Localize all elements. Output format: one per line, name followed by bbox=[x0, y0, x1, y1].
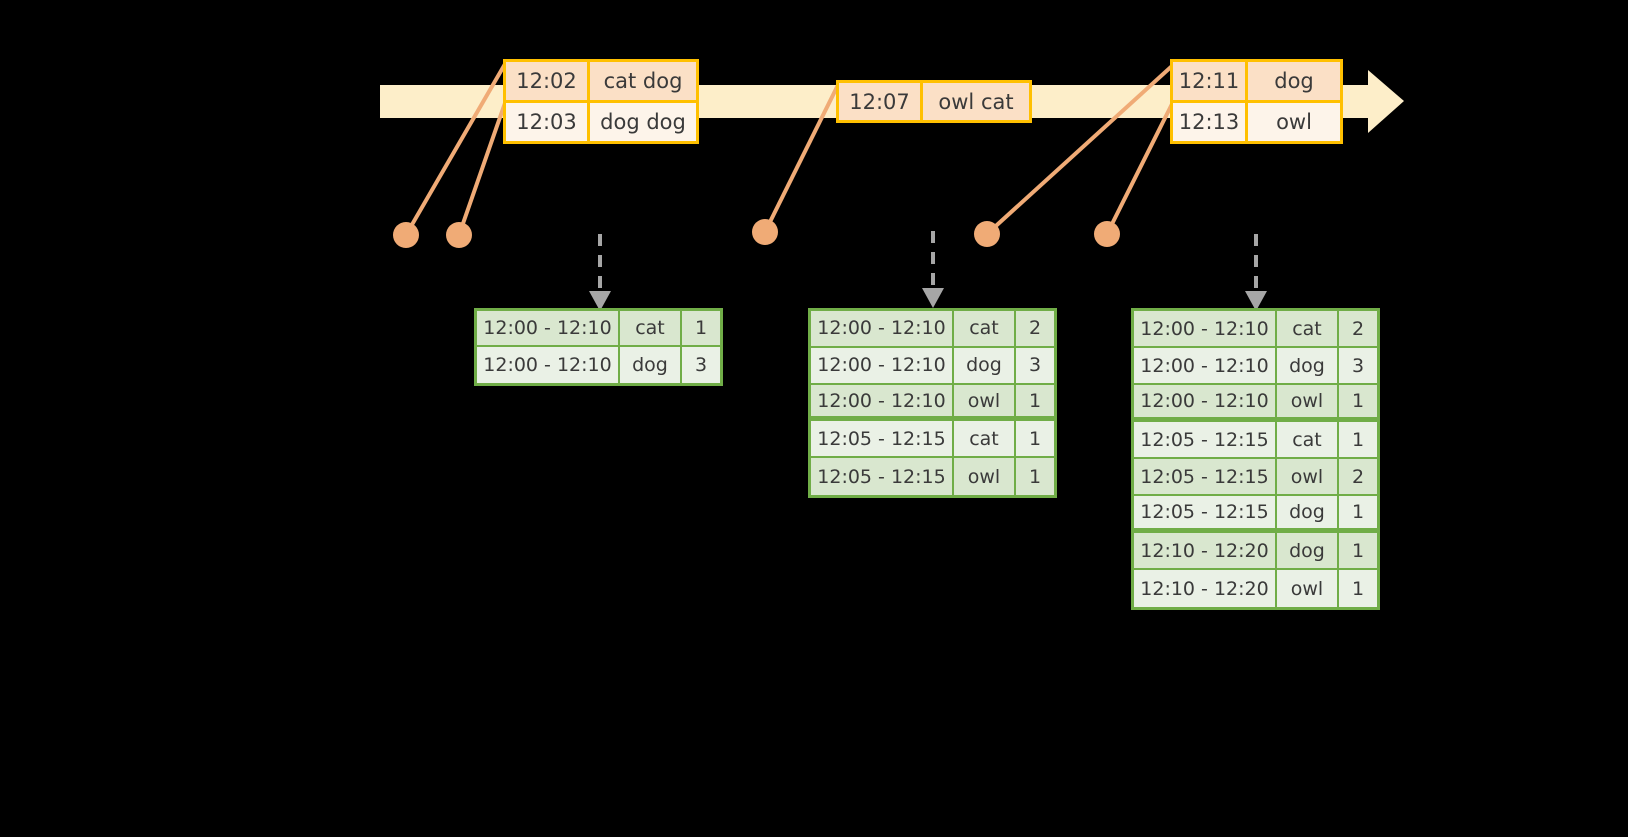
cell-window: 12:05 - 12:15 bbox=[1134, 422, 1277, 457]
event-words: dog dog bbox=[600, 110, 686, 134]
cell-count: 2 bbox=[1016, 311, 1054, 346]
cell-key: cat bbox=[1277, 311, 1339, 346]
connector-dot-3 bbox=[752, 219, 778, 245]
cell-window: 12:10 - 12:20 bbox=[1134, 533, 1277, 568]
table-row[interactable]: 12:05 - 12:15 owl 2 bbox=[1134, 459, 1377, 496]
connector-dot-2 bbox=[446, 222, 472, 248]
event-group-1[interactable]: 12:02 cat dog 12:03 dog dog bbox=[503, 59, 699, 144]
table-row[interactable]: 12:10 - 12:20 owl 1 bbox=[1134, 570, 1377, 607]
table-row[interactable]: 12:05 - 12:15 cat 1 bbox=[811, 421, 1054, 459]
event-row[interactable]: 12:11 dog bbox=[1173, 62, 1340, 100]
connector-dot-4 bbox=[974, 221, 1000, 247]
cell-count: 3 bbox=[682, 347, 720, 383]
cell-key: cat bbox=[954, 311, 1016, 346]
cell-window: 12:05 - 12:15 bbox=[811, 421, 954, 457]
cell-key: dog bbox=[1277, 348, 1339, 383]
cell-window: 12:00 - 12:10 bbox=[811, 347, 954, 383]
cell-window: 12:00 - 12:10 bbox=[477, 347, 620, 383]
cell-count: 1 bbox=[1339, 570, 1377, 607]
result-table-2[interactable]: 12:00 - 12:10 cat 2 12:00 - 12:10 dog 3 … bbox=[808, 308, 1057, 498]
cell-key: owl bbox=[954, 458, 1016, 495]
connector-line-5 bbox=[1105, 103, 1174, 235]
cell-key: cat bbox=[620, 311, 682, 346]
cell-count: 1 bbox=[1016, 458, 1054, 495]
event-group-2[interactable]: 12:07 owl cat bbox=[836, 80, 1032, 123]
cell-count: 1 bbox=[1339, 422, 1377, 457]
table-row[interactable]: 12:00 - 12:10 dog 3 bbox=[477, 347, 720, 383]
event-row[interactable]: 12:02 cat dog bbox=[506, 62, 696, 100]
cell-window: 12:05 - 12:15 bbox=[811, 458, 954, 495]
cell-window: 12:00 - 12:10 bbox=[811, 311, 954, 346]
emit-arrows bbox=[589, 231, 1267, 311]
cell-window: 12:00 - 12:10 bbox=[1134, 311, 1277, 346]
event-time: 12:02 bbox=[506, 62, 590, 100]
connector-dot-5 bbox=[1094, 221, 1120, 247]
emit-arrow-2-head-icon bbox=[922, 288, 944, 308]
event-row[interactable]: 12:03 dog dog bbox=[506, 100, 696, 141]
table-row[interactable]: 12:00 - 12:10 cat 1 bbox=[477, 311, 720, 348]
cell-count: 1 bbox=[1339, 385, 1377, 417]
cell-window: 12:00 - 12:10 bbox=[1134, 348, 1277, 383]
cell-key: owl bbox=[954, 384, 1016, 417]
event-words: dog bbox=[1274, 69, 1314, 93]
cell-count: 3 bbox=[1016, 347, 1054, 383]
cell-count: 1 bbox=[1016, 421, 1054, 457]
cell-window: 12:00 - 12:10 bbox=[811, 384, 954, 417]
cell-count: 3 bbox=[1339, 348, 1377, 383]
event-words: cat dog bbox=[603, 69, 683, 93]
table-row[interactable]: 12:05 - 12:15 owl 1 bbox=[811, 458, 1054, 495]
cell-count: 1 bbox=[1339, 496, 1377, 528]
cell-count: 2 bbox=[1339, 311, 1377, 346]
cell-window: 12:05 - 12:15 bbox=[1134, 496, 1277, 528]
table-row[interactable]: 12:00 - 12:10 owl 1 bbox=[811, 384, 1054, 422]
cell-key: dog bbox=[954, 347, 1016, 383]
table-row[interactable]: 12:00 - 12:10 dog 3 bbox=[1134, 348, 1377, 385]
cell-key: owl bbox=[1277, 459, 1339, 494]
cell-key: owl bbox=[1277, 570, 1339, 607]
cell-window: 12:05 - 12:15 bbox=[1134, 459, 1277, 494]
cell-window: 12:00 - 12:10 bbox=[477, 311, 620, 346]
table-row[interactable]: 12:00 - 12:10 cat 2 bbox=[1134, 311, 1377, 348]
connector-dot-1 bbox=[393, 222, 419, 248]
cell-count: 1 bbox=[682, 311, 720, 346]
cell-count: 1 bbox=[1016, 384, 1054, 417]
event-row[interactable]: 12:13 owl bbox=[1173, 100, 1340, 141]
cell-key: cat bbox=[954, 421, 1016, 457]
cell-window: 12:00 - 12:10 bbox=[1134, 385, 1277, 417]
cell-count: 2 bbox=[1339, 459, 1377, 494]
cell-key: cat bbox=[1277, 422, 1339, 457]
connector-dots bbox=[393, 219, 1120, 248]
table-row[interactable]: 12:00 - 12:10 dog 3 bbox=[811, 347, 1054, 385]
event-words: owl cat bbox=[938, 89, 1014, 114]
event-time: 12:13 bbox=[1173, 103, 1248, 141]
cell-key: dog bbox=[1277, 533, 1339, 568]
event-group-3[interactable]: 12:11 dog 12:13 owl bbox=[1170, 59, 1343, 144]
cell-key: dog bbox=[1277, 496, 1339, 528]
cell-key: dog bbox=[620, 347, 682, 383]
result-table-1[interactable]: 12:00 - 12:10 cat 1 12:00 - 12:10 dog 3 bbox=[474, 308, 723, 386]
table-row[interactable]: 12:00 - 12:10 cat 2 bbox=[811, 311, 1054, 348]
event-row[interactable]: 12:07 owl cat bbox=[839, 83, 1029, 120]
event-words: owl bbox=[1276, 110, 1312, 134]
event-time: 12:03 bbox=[506, 103, 590, 141]
table-row[interactable]: 12:05 - 12:15 cat 1 bbox=[1134, 422, 1377, 459]
event-time: 12:11 bbox=[1173, 62, 1248, 100]
cell-count: 1 bbox=[1339, 533, 1377, 568]
cell-window: 12:10 - 12:20 bbox=[1134, 570, 1277, 607]
table-row[interactable]: 12:05 - 12:15 dog 1 bbox=[1134, 496, 1377, 533]
table-row[interactable]: 12:10 - 12:20 dog 1 bbox=[1134, 533, 1377, 570]
event-time: 12:07 bbox=[839, 83, 923, 120]
table-row[interactable]: 12:00 - 12:10 owl 1 bbox=[1134, 385, 1377, 422]
connector-line-2 bbox=[457, 102, 507, 236]
result-table-3[interactable]: 12:00 - 12:10 cat 2 12:00 - 12:10 dog 3 … bbox=[1131, 308, 1380, 610]
cell-key: owl bbox=[1277, 385, 1339, 417]
